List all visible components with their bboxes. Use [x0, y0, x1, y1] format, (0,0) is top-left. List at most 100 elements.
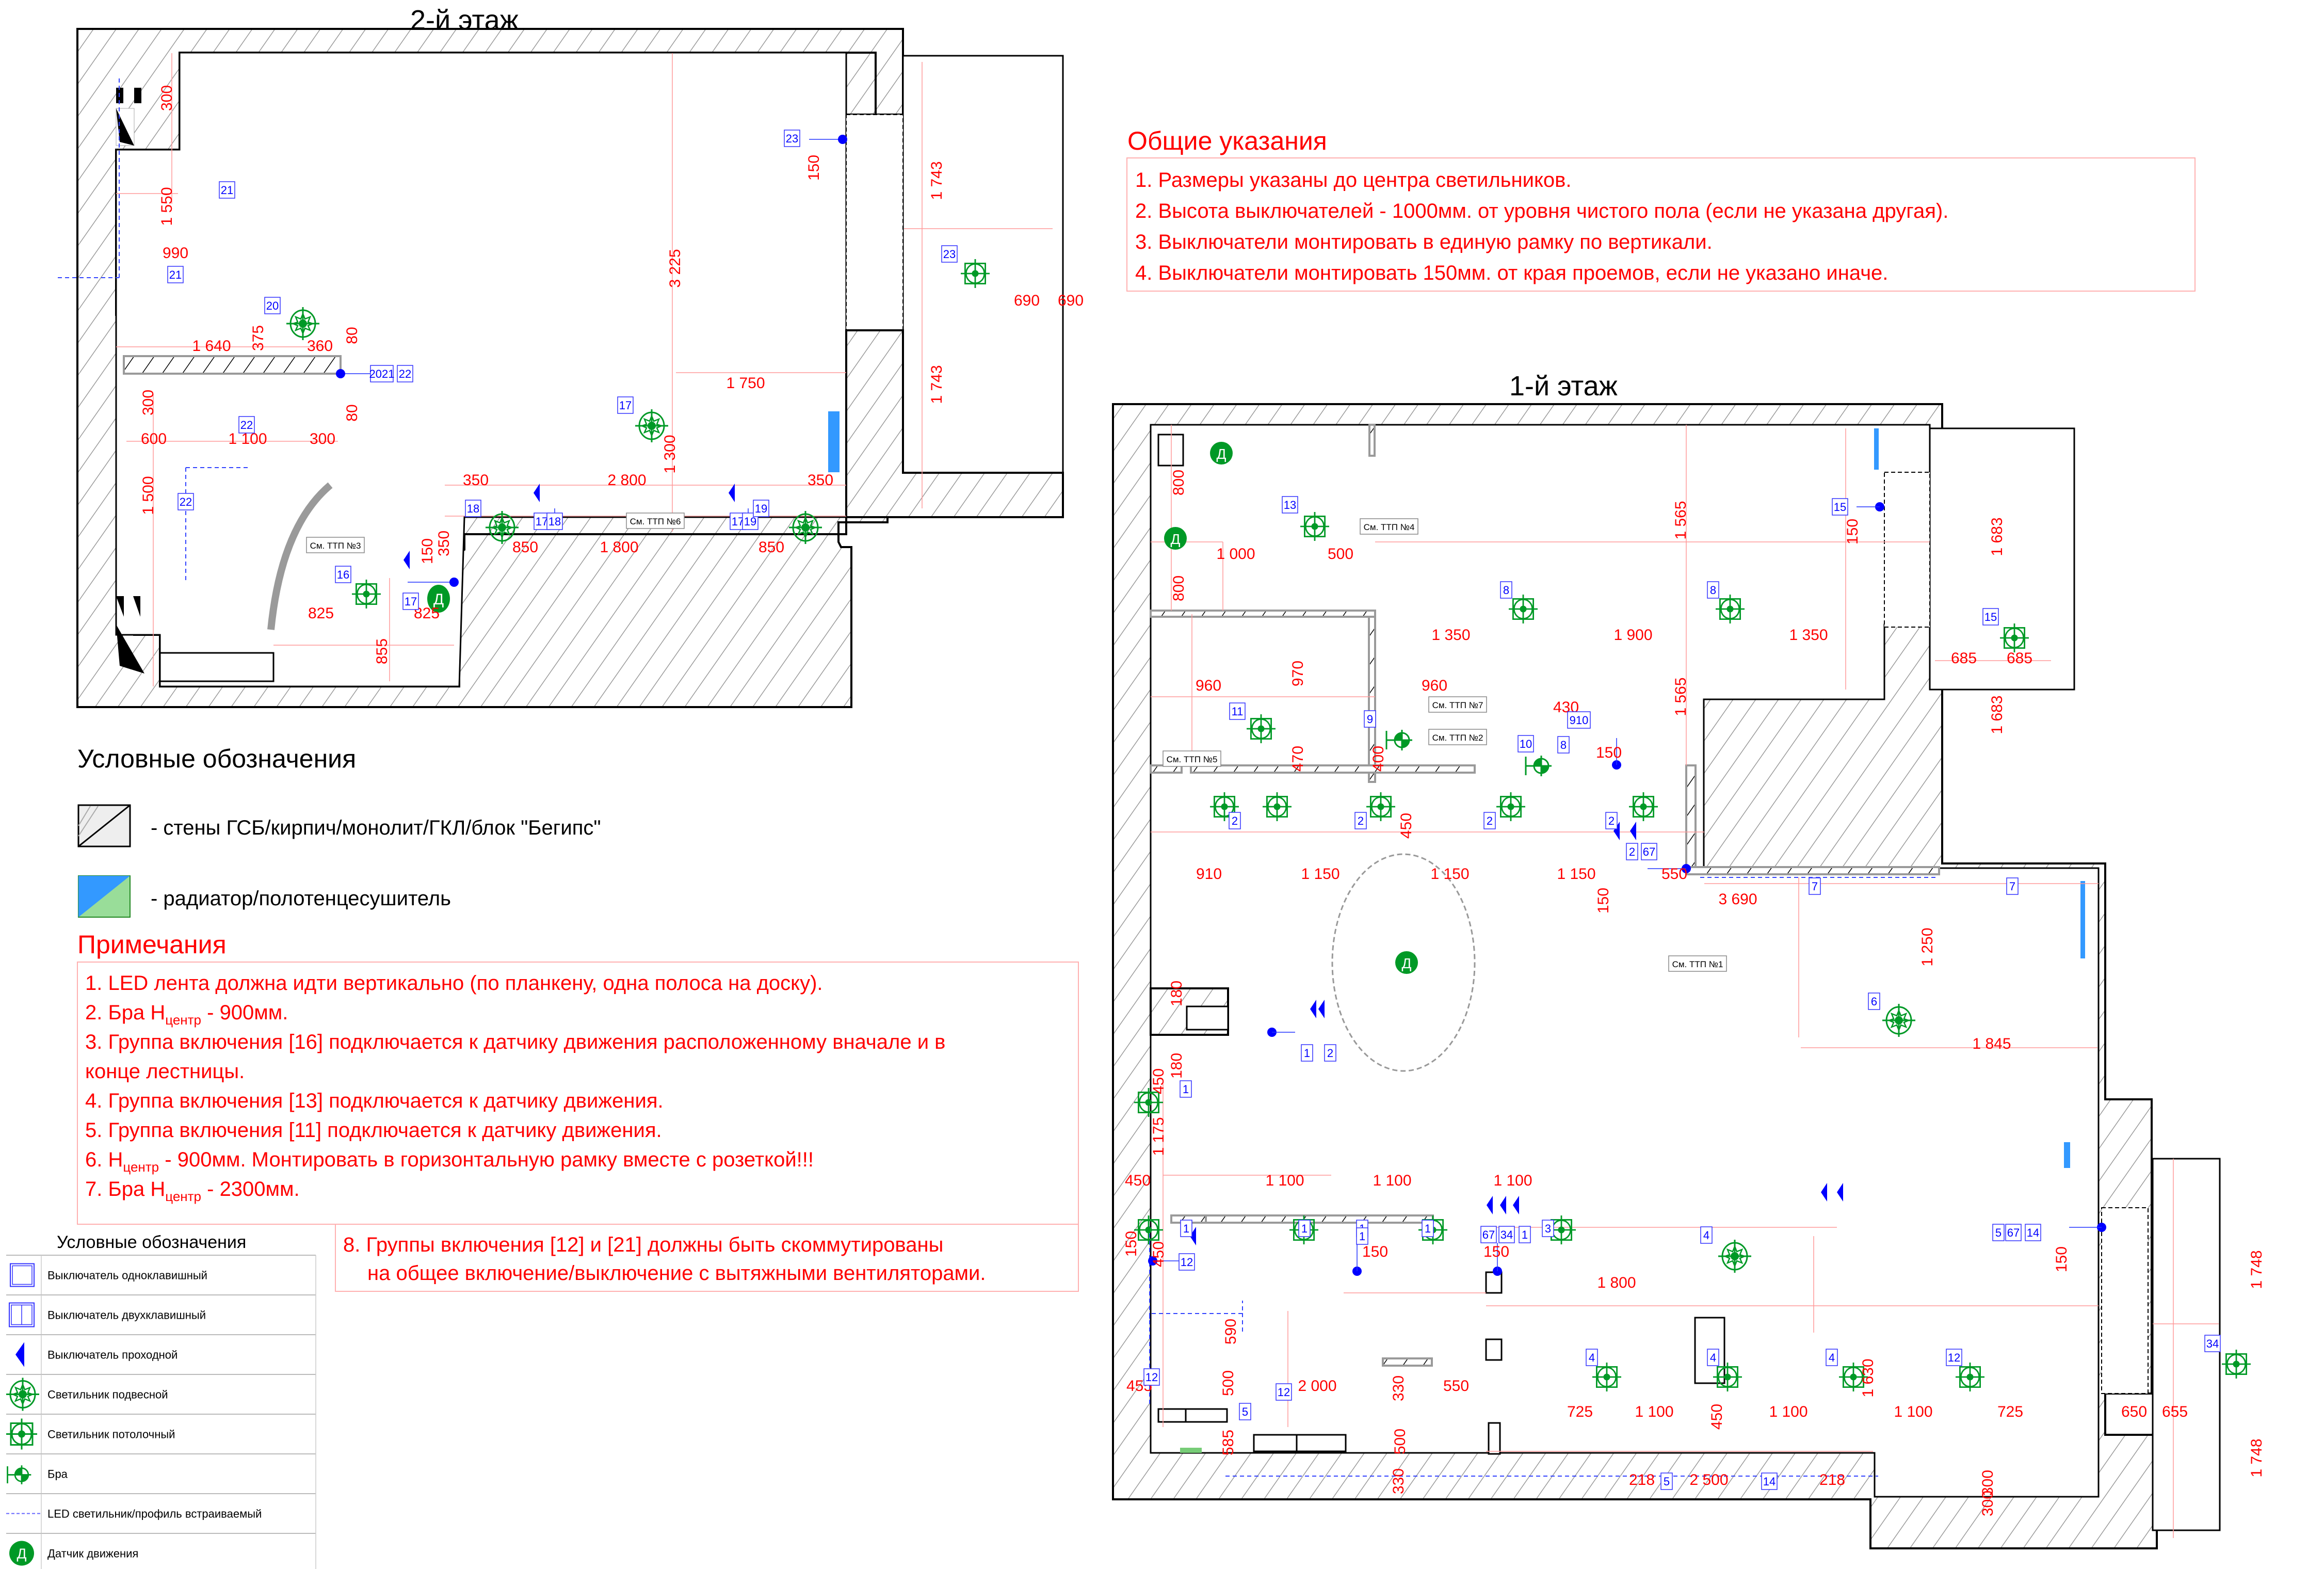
- group-label-text: 9: [1367, 713, 1373, 726]
- sconce-icon: [7, 1464, 32, 1485]
- dimension-label: 1 800: [600, 539, 638, 556]
- group-label-text: 910: [1570, 714, 1589, 727]
- double-switch-icon: [9, 1302, 35, 1327]
- group-label-text: 1: [1301, 1222, 1308, 1235]
- dimension-label: 585: [1220, 1430, 1237, 1455]
- dimension-label: 150: [1595, 888, 1612, 914]
- dimension-label: 450: [1150, 1068, 1167, 1094]
- dimension-label: 150: [1596, 744, 1622, 761]
- group-label: 8: [1557, 736, 1570, 754]
- group-label-text: 1: [1183, 1083, 1189, 1096]
- note-item-8-line1: 8. Группы включения [12] и [21] должны б…: [343, 1234, 943, 1256]
- group-label-text: 17: [732, 515, 744, 528]
- dimension-label: 1 175: [1150, 1117, 1167, 1156]
- group-label-text: 1: [1183, 1222, 1189, 1235]
- group-label-text: 18: [467, 502, 479, 515]
- group-label-text: 23: [943, 248, 956, 261]
- group-label-text: 1: [1304, 1047, 1310, 1060]
- dimension-label: 1 640: [192, 338, 231, 355]
- legend-row-pendant-light: Светильник подвесной: [6, 1374, 316, 1414]
- dimension-label: 350: [808, 472, 833, 489]
- dimension-label: 650: [2121, 1403, 2147, 1420]
- dimension-label: 685: [1951, 650, 1977, 667]
- ttp-reference: См. ТТП №5: [1163, 750, 1221, 767]
- dimension-label: 1 750: [726, 375, 765, 392]
- dimension-label: 1 500: [140, 476, 157, 515]
- ttp-reference-text: См. ТТП №6: [630, 517, 681, 526]
- dimension-label: 550: [1443, 1378, 1469, 1395]
- group-label: 5: [1992, 1224, 2005, 1241]
- dimension-label: 350: [435, 531, 453, 556]
- group-label-text: 15: [1834, 501, 1846, 514]
- group-label: 20: [264, 297, 281, 314]
- dimension-label: 300: [310, 430, 335, 447]
- ttp-reference-text: См. ТТП №1: [1672, 959, 1723, 969]
- group-label: 7: [1809, 877, 1821, 895]
- dimension-label: 2 500: [1689, 1471, 1728, 1488]
- group-label-text: 1: [1522, 1228, 1528, 1241]
- ttp-reference-text: См. ТТП №2: [1432, 733, 1483, 743]
- group-label-text: 12: [1278, 1386, 1290, 1399]
- group-label: 18: [465, 500, 481, 517]
- group-label-text: 2: [1608, 814, 1615, 827]
- dimension-label: 1 565: [1672, 501, 1689, 539]
- group-label-text: 5: [1242, 1405, 1248, 1418]
- group-label: 1: [1180, 1080, 1192, 1098]
- dimension-label: 470: [1289, 746, 1306, 772]
- wall-legend: Условные обозначения - стены ГСБ/кирпич/…: [77, 744, 601, 918]
- dimension-label: 1 150: [1301, 866, 1339, 883]
- symbol-legend-title: Условные обозначения: [57, 1232, 246, 1252]
- dimension-label: 800: [1170, 470, 1187, 495]
- dimension-label: 690: [1014, 292, 1040, 309]
- dimension-label: 150: [419, 538, 436, 564]
- dimension-label: 1 683: [1989, 695, 2006, 734]
- floor1-towel-rail: [1180, 1448, 1202, 1453]
- dimension-label: 1 100: [1894, 1403, 1932, 1420]
- dimension-label: 180: [1168, 1053, 1185, 1079]
- dimension-label: 300: [1979, 1491, 1996, 1516]
- dimension-label: 500: [1220, 1370, 1237, 1396]
- ceiling-light-icon: [1247, 714, 1276, 743]
- ttp-reference: См. ТТП №4: [1360, 518, 1418, 535]
- legend-row-text: Выключатель одноклавишный: [47, 1269, 207, 1282]
- group-label: 19: [753, 500, 769, 517]
- group-label-text: 20: [266, 299, 279, 312]
- group-label: 8: [1500, 581, 1512, 599]
- dimension-label: 300: [140, 390, 157, 415]
- ceiling-light-icon: [961, 259, 990, 288]
- group-label-text: 1: [1359, 1230, 1365, 1243]
- ceiling-light-icon: [352, 580, 381, 609]
- group-label: 7: [2006, 877, 2019, 895]
- group-label-text: 13: [1284, 499, 1296, 511]
- group-label-text: 17: [619, 399, 632, 412]
- note-item-8-line2: на общее включение/выключение с вытяжным…: [367, 1262, 986, 1285]
- note-item: 5. Группа включения [11] подключается к …: [85, 1119, 662, 1142]
- note-item: 2. Бра Hцентр - 900мм.: [85, 1001, 288, 1028]
- dimension-label: 855: [374, 638, 391, 664]
- group-label-text: 2: [1487, 814, 1493, 827]
- group-label-text: 4: [1829, 1351, 1835, 1364]
- group-label-text: 19: [744, 515, 756, 528]
- general-instructions-title: Общие указания: [1127, 126, 1327, 155]
- group-label-text: 8: [1560, 739, 1567, 751]
- group-label: 9: [1364, 710, 1376, 728]
- group-label: 22: [238, 416, 255, 434]
- dimension-label: 590: [1222, 1319, 1239, 1344]
- floor1-plan: 1-й этаж: [1112, 371, 2251, 1549]
- floor2-stairs: [159, 652, 275, 682]
- ceiling-light-icon: [1509, 595, 1538, 623]
- legend-row-text: Бра: [47, 1468, 68, 1481]
- group-label: 2: [1354, 812, 1367, 829]
- dimension-label: 1 800: [1597, 1274, 1636, 1291]
- motion-sensor-glyph: Д: [433, 591, 444, 608]
- floor2-plan: 2-й этаж: [58, 5, 1064, 708]
- group-label: 10: [1518, 735, 1534, 753]
- dimension-label: 500: [1328, 546, 1353, 563]
- group-label-text: 18: [548, 515, 561, 528]
- dimension-label: 80: [344, 327, 361, 344]
- group-label: 12: [1143, 1368, 1160, 1386]
- ceiling-light-icon: [1713, 1363, 1742, 1391]
- group-label: 4: [1586, 1349, 1598, 1366]
- dimension-label: 330: [1390, 1375, 1407, 1401]
- motion-sensor-glyph: Д: [1402, 955, 1412, 971]
